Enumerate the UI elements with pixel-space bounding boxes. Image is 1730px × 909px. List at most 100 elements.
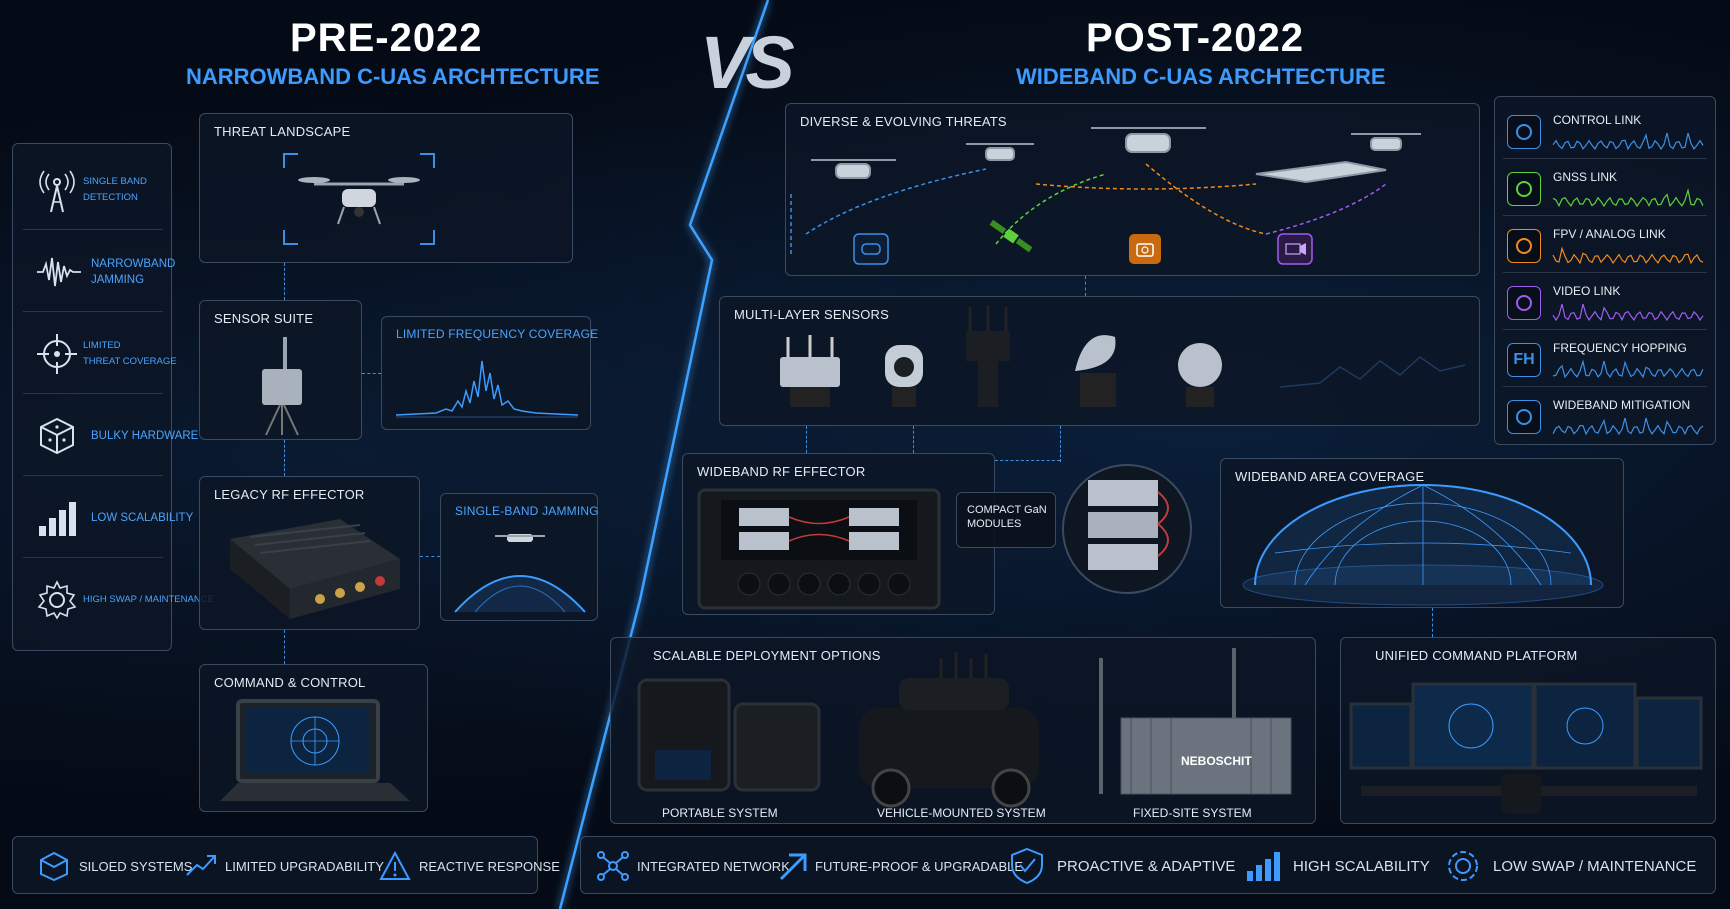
- network-icon: [597, 851, 629, 881]
- frequency-coverage-panel: LIMITED FREQUENCY COVERAGE: [381, 316, 598, 430]
- sensor-device-icon: [262, 337, 302, 436]
- link-label: CONTROL LINK: [1553, 113, 1642, 127]
- deploy-label-vehicle: VEHICLE-MOUNTED SYSTEM: [877, 806, 1046, 820]
- warning-icon: [379, 850, 411, 880]
- single-band-jamming-panel: SINGLE-BAND JAMMING: [440, 493, 599, 621]
- link-spectrum: [1552, 246, 1704, 265]
- deployment-options-icons: [637, 648, 1292, 808]
- footer-label: HIGH SCALABILITY: [1293, 858, 1430, 875]
- cube-icon: [37, 416, 81, 460]
- coverage-dome: [1242, 484, 1604, 606]
- link-label: GNSS LINK: [1553, 170, 1618, 184]
- footer-label: LIMITED UPGRADABILITY: [225, 859, 384, 874]
- deploy-label-fixed: FIXED-SITE SYSTEM: [1133, 806, 1252, 820]
- panel-title: SCALABLE DEPLOYMENT OPTIONS: [653, 648, 881, 663]
- antenna-icon: [37, 170, 81, 214]
- crosshair-icon: [37, 334, 81, 378]
- right-title: POST-2022: [1086, 16, 1305, 60]
- sidebar-item-label: NARROWBAND JAMMING: [91, 258, 176, 286]
- left-sidebar: SINGLE BAND DETECTION NARROWBAND JAMMING L…: [12, 143, 214, 651]
- sidebar-item: BULKY HARDWARE: [23, 400, 198, 476]
- right-subtitle: WIDEBAND C-UAS ARCHTECTURE: [1016, 64, 1386, 89]
- footer-label: INTEGRATED NETWORK: [637, 859, 790, 874]
- vs-label: VS: [700, 21, 795, 104]
- footer-label: REACTIVE RESPONSE: [419, 859, 560, 874]
- link-spectrum: [1552, 359, 1704, 379]
- legacy-rf-effector-panel: LEGACY RF EFFECTOR: [199, 476, 420, 630]
- arrow-upright-icon: [779, 853, 807, 881]
- footer-label: LOW SWAP / MAINTENANCE: [1493, 858, 1697, 875]
- left-footer: SILOED SYSTEMS LIMITED UPGRADABILITY REA…: [12, 836, 560, 894]
- sidebar-item-label: LIMITED THREAT COVERAGE: [83, 340, 177, 367]
- deploy-label-portable: PORTABLE SYSTEM: [662, 806, 778, 820]
- sensor-suite-panel: SENSOR SUITE: [199, 300, 362, 440]
- rf-effector-box-icon: [230, 519, 400, 619]
- panel-title: MULTI-LAYER SENSORS: [734, 307, 890, 322]
- bar-chart-icon: [37, 498, 81, 542]
- gamepad-icon: [1507, 115, 1541, 149]
- link-item: FPV / ANALOG LINK: [1503, 219, 1707, 273]
- sidebar-item-label: LOW SCALABILITY: [91, 512, 194, 524]
- shield-icon: [1507, 400, 1541, 434]
- multi-layer-sensors-panel: MULTI-LAYER SENSORS: [719, 296, 1480, 426]
- trend-up-icon: [186, 855, 216, 876]
- sidebar-item: HIGH SWAP / MAINTENANCE: [23, 564, 214, 640]
- panel-title: LIMITED FREQUENCY COVERAGE: [396, 327, 599, 341]
- connector: [284, 630, 285, 664]
- wideband-rf-effector-panel: WIDEBAND RF EFFECTOR: [682, 453, 995, 615]
- video-icon: [1507, 286, 1541, 320]
- connector: [913, 426, 914, 453]
- spectrum-graph: [395, 360, 579, 418]
- link-spectrum: [1552, 303, 1704, 322]
- camera-icon: [1507, 229, 1541, 263]
- link-label: WIDEBAND MITIGATION: [1553, 398, 1691, 412]
- panel-title: SINGLE-BAND JAMMING: [455, 504, 599, 518]
- brand-logo-container: NEBOSCHIT: [1181, 754, 1252, 768]
- cube-icon: [40, 851, 68, 882]
- gan-modules-callout: COMPACT GaN MODULES: [956, 492, 1056, 548]
- satellite-icon: [1507, 172, 1541, 206]
- link-item: VIDEO LINK: [1503, 276, 1707, 330]
- right-footer: INTEGRATED NETWORK FUTURE-PROOF & UPGRAD…: [580, 836, 1716, 894]
- link-spectrum: [1552, 188, 1704, 208]
- panel-title: DIVERSE & EVOLVING THREATS: [800, 114, 1007, 129]
- scalable-deployment-panel: SCALABLE DEPLOYMENT OPTIONS NEBOSCHIT PO…: [610, 637, 1316, 824]
- command-center-icon: [1349, 682, 1703, 814]
- command-control-panel: COMMAND & CONTROL: [199, 664, 428, 812]
- panel-title: COMMAND & CONTROL: [214, 675, 366, 690]
- footer-label: FUTURE-PROOF & UPGRADABLE: [815, 859, 1024, 874]
- gear-icon: [1448, 851, 1478, 881]
- gan-modules-label: COMPACT GaN MODULES: [967, 504, 1047, 530]
- threat-landscape-panel: THREAT LANDSCAPE: [199, 113, 573, 263]
- sidebar-item: LIMITED THREAT COVERAGE: [23, 318, 177, 394]
- link-label: VIDEO LINK: [1553, 284, 1621, 298]
- connector: [1085, 276, 1086, 296]
- connector: [1060, 426, 1061, 462]
- panel-title: THREAT LANDSCAPE: [214, 124, 351, 139]
- sensor-array-icons: [780, 305, 1466, 407]
- sidebar-item-label: SINGLE BAND DETECTION: [83, 176, 147, 203]
- drone-target-icon: [283, 153, 435, 245]
- connector: [806, 426, 807, 453]
- panel-title: UNIFIED COMMAND PLATFORM: [1375, 648, 1578, 663]
- sidebar-item-label: HIGH SWAP / MAINTENANCE: [83, 594, 214, 605]
- panel-title: LEGACY RF EFFECTOR: [214, 487, 365, 502]
- link-types-panel: CONTROL LINK GNSS LINK FPV / ANALOG LINK VI…: [1494, 96, 1716, 445]
- unified-command-panel: UNIFIED COMMAND PLATFORM: [1340, 637, 1716, 824]
- fh-icon: FH: [1507, 343, 1541, 377]
- link-spectrum: [1552, 417, 1704, 436]
- rack-effector-icon: [697, 488, 941, 610]
- link-item: CONTROL LINK: [1503, 105, 1707, 159]
- panel-title: WIDEBAND RF EFFECTOR: [697, 464, 866, 479]
- wideband-area-coverage-panel: WIDEBAND AREA COVERAGE: [1220, 458, 1624, 608]
- gear-icon: [37, 580, 81, 624]
- connector: [284, 440, 285, 476]
- connector: [1432, 608, 1433, 637]
- threat-links-diagram: [790, 127, 1421, 265]
- sidebar-item: LOW SCALABILITY: [23, 482, 193, 558]
- waveform-icon: [37, 252, 81, 296]
- jamming-dome-icon: [454, 534, 586, 613]
- left-subtitle: NARROWBAND C-UAS ARCHTECTURE: [186, 64, 600, 89]
- connector: [995, 460, 1060, 461]
